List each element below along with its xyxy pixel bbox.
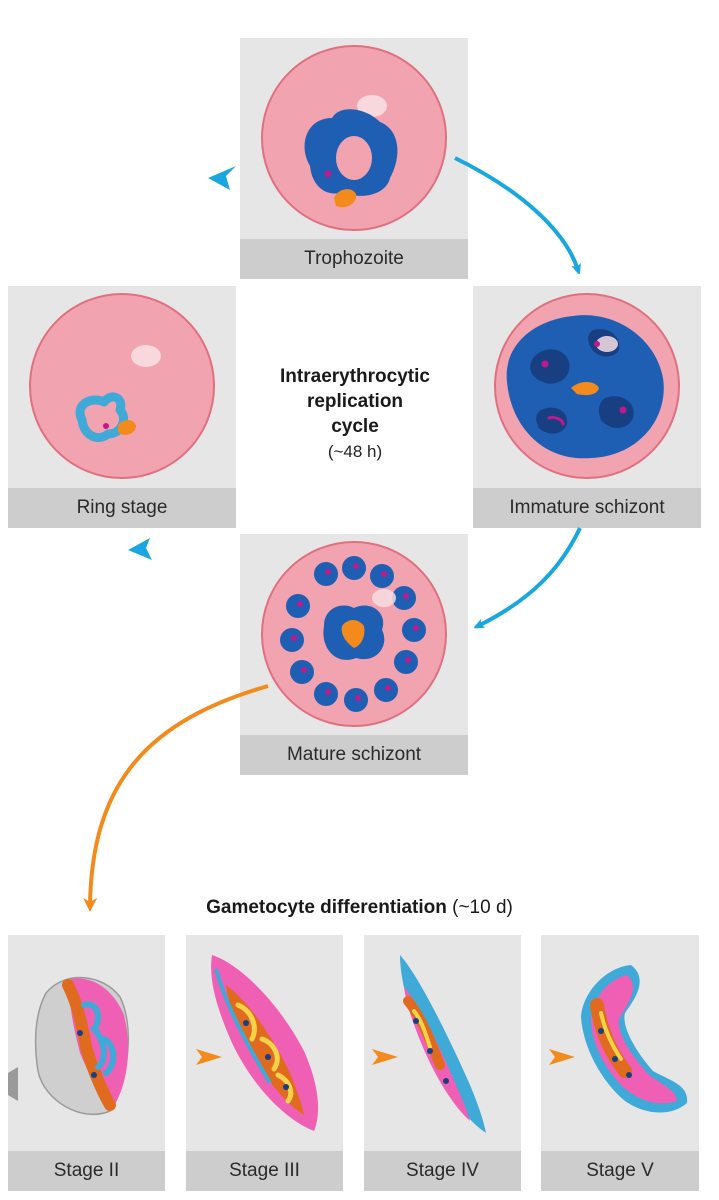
immature-schizont-cell-illustration	[494, 293, 680, 479]
trophozoite-panel: Trophozoite	[240, 38, 468, 279]
arrow-schizont-to-gametocyte	[83, 684, 269, 912]
arrow-mature-schizont-to-ring	[128, 538, 152, 560]
gametocyte-heading-bold: Gametocyte differentiation	[206, 897, 447, 918]
trophozoite-label: Trophozoite	[240, 239, 468, 279]
cycle-title-line-2: replication	[306, 391, 404, 412]
arrow-immature-to-mature-schizont	[478, 527, 582, 626]
gametocyte-stage-4-panel: Stage IV	[364, 935, 521, 1191]
cycle-title: Intraerythrocytic replication cycle	[240, 364, 470, 439]
trophozoite-cell-illustration	[261, 45, 447, 231]
gametocyte-stage-2-panel: Stage II	[8, 935, 165, 1191]
gametocyte-heading-duration: (~10 d)	[446, 897, 513, 918]
gametocyte-stage-4-illustration	[372, 955, 486, 1133]
mature-schizont-cell-illustration	[261, 541, 447, 727]
immature-schizont-label: Immature schizont	[473, 488, 701, 528]
ring-stage-label: Ring stage	[8, 488, 236, 528]
arrow-ring-to-trophozoite	[208, 166, 236, 190]
cycle-title-line-3: cycle	[331, 416, 379, 437]
gametocyte-stage-5-illustration	[549, 965, 688, 1113]
mature-schizont-label: Mature schizont	[240, 735, 468, 775]
gametocyte-stage-4-label: Stage IV	[364, 1151, 521, 1191]
gametocyte-stage-3-panel: Stage III	[186, 935, 343, 1191]
gametocyte-stage-5-label: Stage V	[541, 1151, 699, 1191]
cycle-title-line-1: Intraerythrocytic	[280, 366, 430, 387]
gametocyte-stage-3-label: Stage III	[186, 1151, 343, 1191]
ring-stage-cell-illustration	[29, 293, 215, 479]
gametocyte-stage-2-illustration	[8, 976, 130, 1116]
gametocyte-stage-5-panel: Stage V	[541, 935, 699, 1191]
gametocyte-heading: Gametocyte differentiation (~10 d)	[0, 897, 719, 919]
gametocyte-stage-3-illustration	[196, 955, 319, 1131]
mature-schizont-panel: Mature schizont	[240, 534, 468, 775]
ring-stage-panel: Ring stage	[8, 286, 236, 528]
arrow-trophozoite-to-immature-schizont	[454, 156, 578, 270]
gametocyte-stage-2-label: Stage II	[8, 1151, 165, 1191]
immature-schizont-panel: Immature schizont	[473, 286, 701, 528]
cycle-duration: (~48 h)	[327, 442, 383, 461]
